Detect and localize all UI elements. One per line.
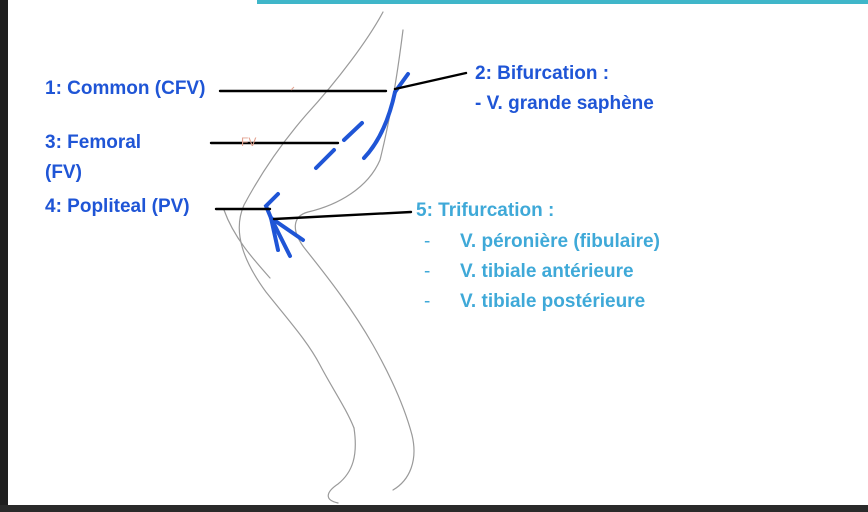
slide-canvas: FV 1: Common (CFV) 2: Bifurcation : - V.… bbox=[8, 0, 868, 505]
label-trifurcation: 5: Trifurcation : bbox=[416, 200, 555, 221]
list-item: - V. tibiale antérieure bbox=[416, 257, 660, 287]
vein-saphenous bbox=[362, 90, 397, 160]
list-item-text: V. tibiale antérieure bbox=[460, 261, 634, 282]
vein-tibial-2 bbox=[269, 216, 292, 258]
faint-tick bbox=[290, 86, 295, 91]
label-saphene: - V. grande saphène bbox=[475, 93, 654, 114]
vein-femoral-lower bbox=[314, 148, 336, 170]
list-item-text: V. tibiale postérieure bbox=[460, 291, 646, 312]
accent-rule bbox=[257, 0, 868, 4]
list-item: - V. péronière (fibulaire) bbox=[416, 227, 660, 257]
faint-fv-label: FV bbox=[241, 135, 257, 149]
label-femoral-abbr: (FV) bbox=[45, 162, 82, 183]
label-bifurcation: 2: Bifurcation : bbox=[475, 63, 610, 84]
window-bottom-edge bbox=[0, 505, 868, 512]
knee-crease bbox=[223, 209, 271, 279]
list-item-text: V. péronière (fibulaire) bbox=[460, 231, 660, 252]
leg-diagram bbox=[209, 11, 468, 504]
trifurcation-list: - V. péronière (fibulaire) - V. tibiale an… bbox=[416, 227, 660, 317]
vein-femoral-upper bbox=[342, 121, 364, 142]
vein-popliteal bbox=[263, 192, 280, 220]
label-common-femoral: 1: Common (CFV) bbox=[45, 78, 206, 99]
leg-outline-front bbox=[238, 11, 384, 429]
list-dash: - bbox=[424, 231, 431, 252]
list-item: - V. tibiale postérieure bbox=[416, 287, 660, 317]
list-dash: - bbox=[424, 291, 431, 312]
list-dash: - bbox=[424, 261, 431, 282]
pointer-trifurcation bbox=[272, 210, 413, 221]
pointer-bifurcation bbox=[393, 71, 468, 91]
label-femoral: 3: Femoral bbox=[45, 132, 142, 153]
foot-outline bbox=[327, 427, 415, 504]
leg-outline-back bbox=[294, 29, 413, 436]
label-popliteal: 4: Popliteal (PV) bbox=[45, 196, 190, 217]
vein-tibial-3 bbox=[269, 216, 305, 242]
window-left-edge bbox=[0, 0, 8, 512]
